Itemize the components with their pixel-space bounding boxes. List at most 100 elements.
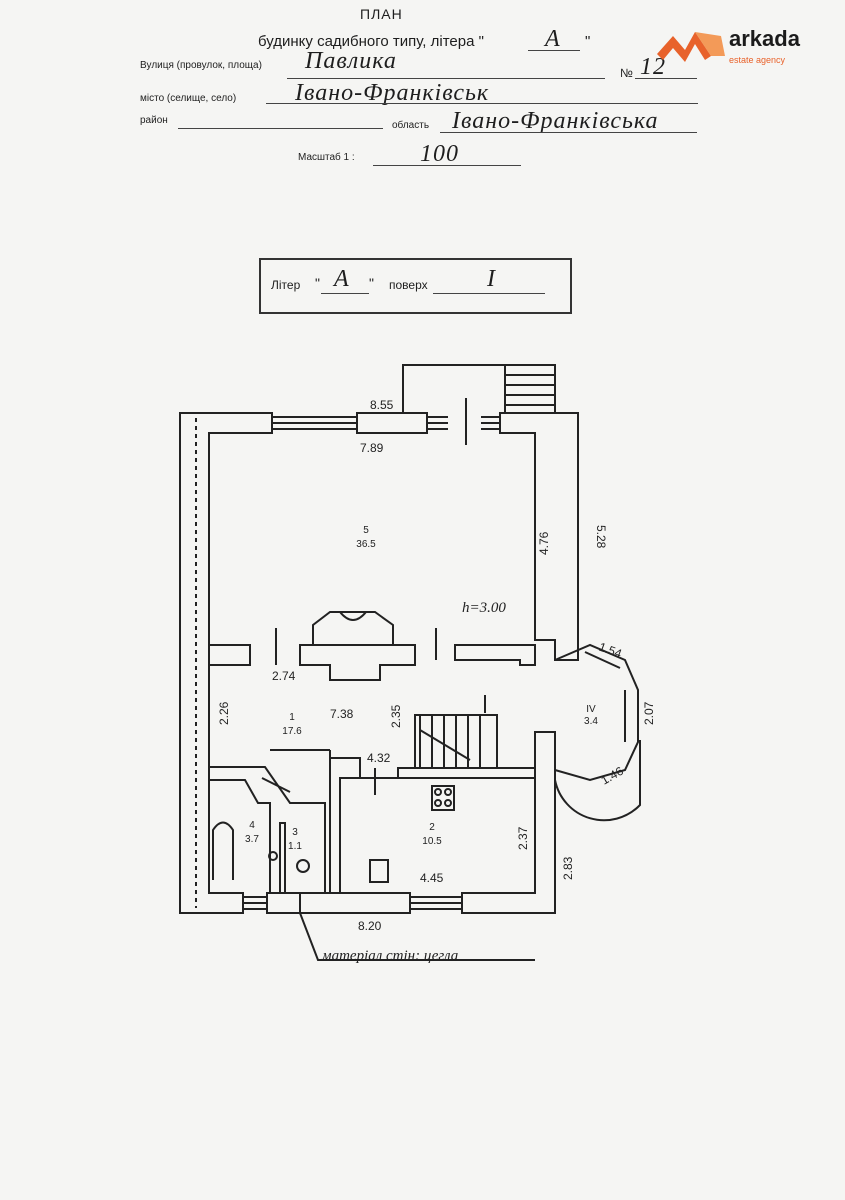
room-5-number: 5 <box>363 525 369 536</box>
misc-lines <box>270 695 486 758</box>
room-1-number: 1 <box>289 712 295 723</box>
floor-box-quote-open: " <box>315 275 320 291</box>
dim-bay-207: 2.07 <box>642 701 656 725</box>
window-top-a <box>427 416 448 430</box>
city-label: місто (селище, село) <box>140 93 237 104</box>
wall-east-top <box>499 412 579 661</box>
window-bottom <box>410 896 462 910</box>
sink-icon <box>268 851 278 861</box>
room-2-number: 2 <box>429 822 435 833</box>
subtitle-prefix: будинку садибного типу, літера <box>258 33 475 50</box>
dim-bottom-outer: 8.20 <box>358 919 382 933</box>
dim-corridor: 2.74 <box>272 669 296 683</box>
dim-left-226: 2.26 <box>217 701 231 725</box>
window-top-left <box>272 416 357 430</box>
dim-kitchen-side: 2.37 <box>516 826 530 850</box>
kitchen-walls <box>329 757 536 894</box>
wall-south-mid <box>299 892 411 914</box>
stove-icon <box>431 785 455 811</box>
door-ticks <box>261 398 467 795</box>
room-iv-number: IV <box>586 704 596 715</box>
bathtub <box>212 821 234 880</box>
room-3-number: 3 <box>292 827 298 838</box>
district-underline <box>178 128 383 129</box>
dim-right-outer: 5.28 <box>594 525 608 549</box>
dim-top-outer: 8.55 <box>370 398 394 412</box>
arkada-logo-icon <box>657 32 725 62</box>
floor-box-quote-close: " <box>369 275 374 291</box>
window-bottom-left <box>243 896 267 910</box>
city-underline <box>266 103 698 104</box>
room-iv-area: 3.4 <box>584 716 598 727</box>
partition-5-left <box>209 644 251 666</box>
wall-material: матеріал стін: цегла <box>321 948 458 964</box>
dim-kitchen-bottom: 4.45 <box>420 871 444 885</box>
wall-top-mid <box>356 412 428 434</box>
dim-stair-235: 2.35 <box>389 704 403 728</box>
terrace-arc <box>554 740 641 822</box>
stair-steps <box>419 715 481 768</box>
floor-box-floor-value: I <box>487 266 496 292</box>
plan-title: ПЛАН <box>360 6 403 22</box>
partition-5-right <box>454 644 536 666</box>
district-label: район <box>140 115 168 126</box>
room-3-area: 1.1 <box>288 841 302 852</box>
scale-value: 100 <box>420 141 459 167</box>
street-underline <box>287 78 605 79</box>
bay-iv <box>554 643 639 782</box>
logo-tagline: estate agency <box>729 55 786 65</box>
room-4-area: 3.7 <box>245 834 259 845</box>
litera-underline <box>528 50 580 51</box>
fireplace-arc <box>339 611 367 621</box>
city-value: Івано-Франківськ <box>295 80 490 106</box>
number-underline <box>635 78 697 79</box>
entrance-steps <box>505 364 556 413</box>
dim-room5-height: 4.76 <box>537 531 551 555</box>
room-2-area: 10.5 <box>422 836 442 847</box>
floor-box-litera-label: Літер <box>271 278 301 292</box>
scale-label: Масштаб 1 : <box>298 152 355 163</box>
floor-box-litera-value: А <box>334 266 350 292</box>
bathroom-walls <box>208 766 326 894</box>
logo-wordmark: arkada <box>729 26 800 51</box>
window-top-b <box>481 416 500 430</box>
dim-kitchen-top: 4.32 <box>367 751 391 765</box>
street-label: Вулиця (провулок, площа) <box>140 60 262 71</box>
litera-value: А <box>545 26 561 52</box>
bay-windows <box>584 651 626 742</box>
fireplace <box>312 611 394 645</box>
dim-right-283: 2.83 <box>561 856 575 880</box>
litera-quote: " <box>478 33 484 50</box>
floor-box-litera-underline <box>321 293 369 294</box>
floor-box-floor-label: поверх <box>389 278 428 292</box>
region-value: Івано-Франківська <box>452 108 659 134</box>
material-leader <box>299 912 535 961</box>
wall-east-bottom <box>461 731 556 914</box>
dim-ceiling: h=3.00 <box>462 600 506 616</box>
litera-quote-close: " <box>585 33 591 50</box>
number-label: № <box>620 66 633 80</box>
kitchen-sink-icon <box>369 859 389 883</box>
porch <box>402 364 506 413</box>
toilet-icon <box>296 859 310 873</box>
room-1-area: 17.6 <box>282 726 302 737</box>
room-4-number: 4 <box>249 820 255 831</box>
fireplace-wall <box>299 644 416 681</box>
street-value: Павлика <box>305 48 397 74</box>
wall-west <box>179 412 273 914</box>
dim-bay-154: 1.54 <box>597 640 624 661</box>
region-label: область <box>392 120 430 131</box>
plan-subtitle: будинку садибного типу, літера " <box>258 33 484 50</box>
room-5-area: 36.5 <box>356 539 376 550</box>
scale-underline <box>373 165 521 166</box>
dim-bay-146: 1.46 <box>599 764 627 788</box>
number-value: 12 <box>640 54 666 80</box>
floor-box: Літер " А " поверх I <box>259 258 572 314</box>
floor-box-floor-underline <box>433 293 545 294</box>
dim-top-inner: 7.89 <box>360 441 384 455</box>
stair-arrow <box>419 729 471 761</box>
region-underline <box>440 132 697 133</box>
wall-south-left <box>266 892 301 914</box>
dim-hall-738: 7.38 <box>330 707 354 721</box>
